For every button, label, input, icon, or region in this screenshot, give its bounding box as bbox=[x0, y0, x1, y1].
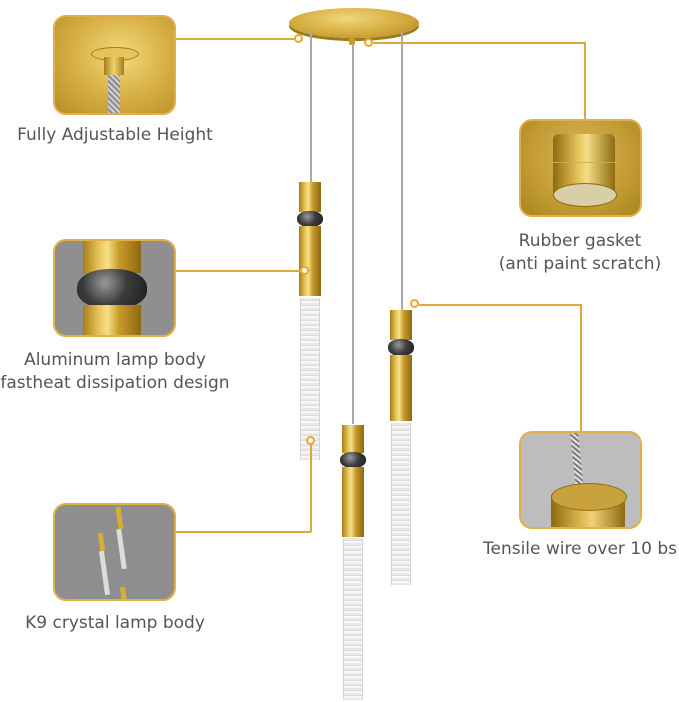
ceiling-canopy bbox=[289, 8, 419, 38]
pendant-right-crystal bbox=[391, 423, 411, 585]
leader-line-rubber-gasket-v bbox=[584, 42, 586, 120]
label-adjustable-height: Fully Adjustable Height bbox=[17, 125, 213, 145]
label-k9-crystal: K9 crystal lamp body bbox=[25, 613, 205, 633]
mini-crystal-2 bbox=[116, 528, 127, 570]
mini-pendant-1 bbox=[97, 532, 106, 552]
leader-line-rubber-gasket-h bbox=[373, 42, 585, 44]
tube-lower bbox=[83, 305, 141, 335]
callout-dot-aluminum-body bbox=[300, 266, 309, 275]
callout-dot-adjustable-height bbox=[294, 34, 303, 43]
canopy-center-screw-icon bbox=[349, 38, 355, 45]
mini-crystal-1 bbox=[98, 550, 111, 596]
pendant-center-body bbox=[342, 467, 364, 537]
label-aluminum-body-line1: Aluminum lamp body bbox=[24, 350, 206, 370]
leader-line-adjustable-height bbox=[176, 38, 294, 40]
k9-crystal-photo bbox=[53, 503, 176, 601]
leader-line-tensile-wire-v bbox=[580, 304, 582, 432]
tensile-wire-photo bbox=[519, 431, 642, 529]
tensile-braided-wire bbox=[570, 433, 584, 490]
gasket-cap-face bbox=[553, 183, 617, 207]
label-tensile-wire: Tensile wire over 10 bs bbox=[483, 539, 677, 559]
pendant-left-cap bbox=[299, 182, 321, 212]
label-rubber-gasket-line1: Rubber gasket bbox=[518, 231, 642, 251]
tensile-tube-top bbox=[551, 483, 627, 511]
mini-pendant-2 bbox=[115, 506, 124, 530]
mini-pendant-3 bbox=[119, 586, 128, 599]
pendant-left-ball-joint bbox=[297, 211, 323, 227]
gasket-cap-top bbox=[553, 134, 615, 162]
pendant-center-ball-joint bbox=[340, 452, 366, 468]
label-aluminum-body-line2: fastheat dissipation design bbox=[0, 373, 230, 393]
rubber-gasket-photo bbox=[519, 119, 642, 217]
braided-wire bbox=[108, 75, 120, 113]
adjustable-height-photo bbox=[53, 15, 176, 115]
pendant-right-ball-joint bbox=[388, 339, 414, 356]
pendant-center-crystal bbox=[343, 538, 363, 700]
leader-line-k9-crystal-v bbox=[310, 445, 312, 532]
suspension-wire-right bbox=[401, 32, 403, 312]
pendant-right-body bbox=[390, 355, 412, 421]
suspension-wire-left bbox=[310, 32, 312, 182]
aluminum-body-photo bbox=[53, 239, 176, 337]
tube-upper bbox=[83, 241, 141, 273]
callout-dot-k9-crystal bbox=[306, 436, 315, 445]
cord-grip-sleeve bbox=[104, 57, 124, 75]
leader-line-aluminum-body bbox=[176, 270, 300, 272]
pendant-center-cap bbox=[342, 425, 364, 453]
pendant-right-cap bbox=[390, 310, 412, 340]
suspension-wire-center bbox=[352, 44, 354, 424]
leader-line-tensile-wire-h bbox=[419, 304, 581, 306]
pendant-left-crystal bbox=[300, 298, 320, 460]
leader-line-k9-crystal-h bbox=[176, 531, 311, 533]
callout-dot-tensile-wire bbox=[410, 299, 419, 308]
gunmetal-ball bbox=[77, 269, 147, 309]
pendant-left-body bbox=[299, 226, 321, 296]
callout-dot-rubber-gasket bbox=[364, 38, 373, 47]
label-rubber-gasket-line2: (anti paint scratch) bbox=[498, 254, 662, 274]
